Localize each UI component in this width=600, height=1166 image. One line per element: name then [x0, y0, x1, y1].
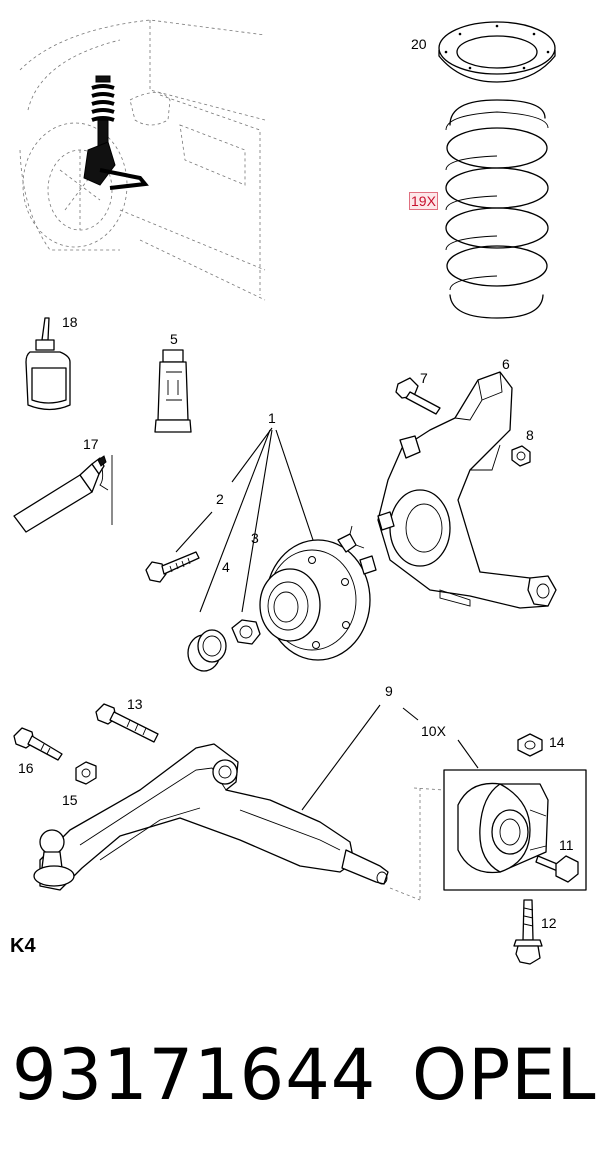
callout-9: 9 [385, 683, 393, 699]
section-label: K4 [10, 935, 36, 957]
leader-lines [175, 427, 479, 811]
callout-20: 20 [411, 36, 427, 52]
nut-8-icon [511, 445, 531, 467]
bolt-7-icon [395, 377, 441, 415]
coil-spring-icon [445, 99, 549, 319]
wheel-hub-icon [259, 525, 377, 661]
nut-14-icon [517, 733, 543, 757]
callout-14: 14 [549, 734, 565, 750]
callout-16: 16 [18, 760, 34, 776]
strut-assembly-icon [83, 75, 149, 190]
callout-11: 11 [559, 837, 574, 853]
spring-pad-icon [438, 21, 556, 83]
dust-cap-4-icon [187, 629, 227, 672]
lubricant-bottle-icon [25, 317, 71, 411]
bolt-11-icon [535, 855, 579, 883]
bolt-16-icon [13, 727, 63, 761]
nut-3-icon [231, 619, 261, 645]
callout-2: 2 [216, 491, 224, 507]
callout-3: 3 [251, 530, 259, 546]
callout-10: 10X [421, 723, 446, 739]
steering-knuckle-icon [377, 371, 557, 609]
brand-name: OPEL [412, 1034, 597, 1116]
callout-13: 13 [127, 696, 143, 712]
callout-18: 18 [62, 314, 78, 330]
nut-15-icon [75, 761, 97, 785]
bolt-2-icon [145, 551, 200, 583]
bolt-12-icon [513, 899, 543, 965]
bushing-detail-icon [389, 769, 587, 901]
callout-5: 5 [170, 331, 178, 347]
callout-6: 6 [502, 356, 510, 372]
callout-8: 8 [526, 427, 534, 443]
callout-15: 15 [62, 792, 78, 808]
footer-banner: 93171644 OPEL [12, 1020, 596, 1130]
grease-tube-icon [154, 349, 192, 433]
sealant-tube-icon [13, 455, 113, 533]
callout-4: 4 [222, 559, 230, 575]
car-context-sketch [19, 19, 266, 301]
bolt-13-icon [95, 703, 159, 743]
control-arm-icon [33, 743, 389, 891]
part-number: 93171644 [12, 1034, 377, 1116]
callout-12: 12 [541, 915, 557, 931]
callout-7: 7 [420, 370, 428, 386]
callout-17: 17 [83, 436, 99, 452]
callout-1: 1 [268, 410, 276, 426]
callout-19: 19X [409, 192, 438, 210]
